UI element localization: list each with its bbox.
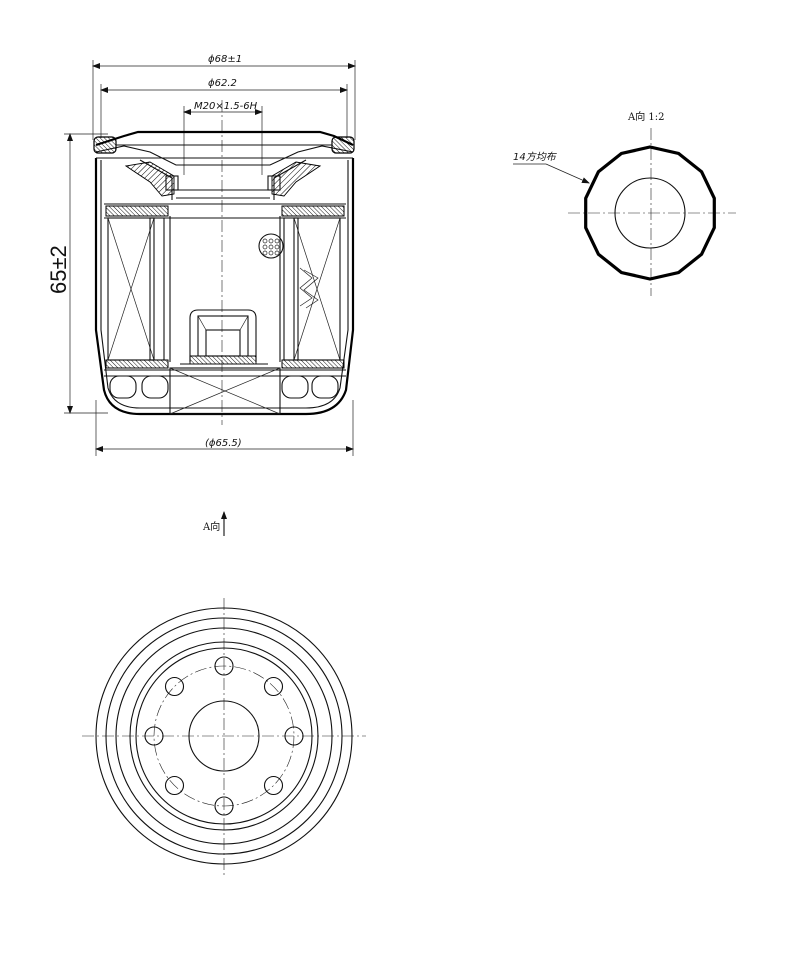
inlet-hole: [144, 726, 164, 746]
detail-view-title: A向 1:2: [627, 110, 665, 123]
top-endcap-right: [281, 205, 345, 217]
dim-gasket-diameter: ϕ62.2: [100, 78, 348, 138]
outer-diameter-label: ϕ68±1: [208, 54, 242, 65]
thread-boss: [124, 159, 322, 200]
inlet-holes: [144, 656, 304, 816]
bottom-outer-ring-1: [95, 607, 353, 865]
detail-tetradecagon: [584, 145, 716, 281]
bottom-endcap-right: [281, 359, 345, 369]
inlet-hole: [214, 796, 234, 816]
gasket-left: [93, 136, 117, 154]
dim-body-diameter: (ϕ65.5): [95, 400, 354, 456]
height-label: 65±2: [46, 245, 71, 294]
bottom-view: [82, 598, 366, 876]
gasket-diameter-label: ϕ62.2: [208, 78, 237, 89]
inlet-hole: [164, 676, 185, 697]
detail-view-a: A向 1:2 14方均布: [513, 110, 736, 296]
detail-inner-circle: [614, 177, 686, 249]
bottom-outer-ring-3: [115, 627, 333, 845]
perforation-detail: [258, 233, 319, 309]
inlet-hole: [164, 775, 185, 796]
a-direction-indicator: A向: [202, 511, 227, 536]
detail-note: 14方均布: [513, 151, 558, 163]
inlet-hole: [214, 656, 234, 676]
bottom-outer-ring-2: [105, 617, 343, 855]
gasket-right: [331, 136, 355, 154]
bottom-gasket-ring: [129, 641, 319, 831]
top-endcap-left: [105, 205, 169, 217]
section-view: ϕ68±1 ϕ62.2 M20×1.5-6H 65±2: [46, 54, 356, 456]
dim-outer-diameter: ϕ68±1: [92, 54, 356, 140]
arrow-label: A向: [202, 520, 220, 533]
thread-label: M20×1.5-6H: [194, 101, 258, 112]
housing: [93, 130, 355, 416]
dim-thread: M20×1.5-6H: [183, 101, 263, 175]
inlet-hole: [263, 676, 284, 697]
body-diameter-label: (ϕ65.5): [205, 438, 242, 449]
filter-element: [104, 203, 346, 415]
bottom-endcap-left: [105, 359, 169, 369]
center-bore: [188, 700, 260, 772]
inlet-hole: [263, 775, 284, 796]
inlet-hole: [284, 726, 304, 746]
bolt-circle: [153, 665, 295, 807]
dim-height: 65±2: [46, 133, 108, 414]
bottom-plate-ring: [135, 647, 313, 825]
bypass-valve: [180, 309, 268, 365]
